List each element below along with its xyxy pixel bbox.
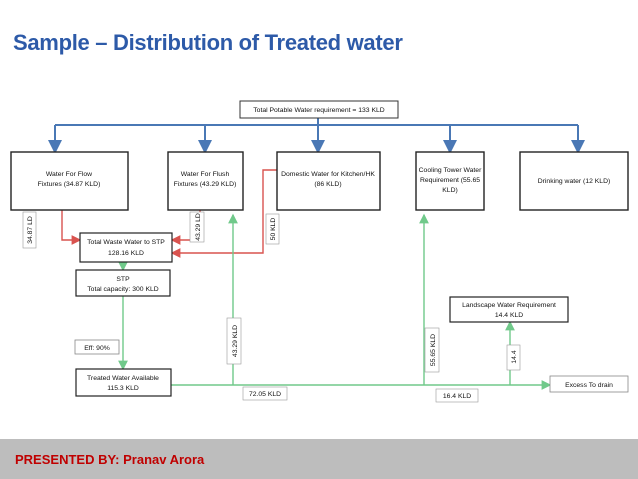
svg-text:Cooling Tower Water: Cooling Tower Water — [419, 167, 482, 174]
svg-text:14.4: 14.4 — [511, 350, 518, 363]
supply-lines — [48, 118, 585, 154]
svg-text:14.4 KLD: 14.4 KLD — [495, 312, 523, 319]
domestic-water-box: Domestic Water for Kitchen/HK (86 KLD) — [276, 151, 381, 211]
svg-text:Landscape Water Requirement: Landscape Water Requirement — [462, 302, 556, 309]
total-requirement-box: Total Potable Water requirement = 133 KL… — [239, 100, 399, 119]
svg-text:Fixtures (34.87 KLD): Fixtures (34.87 KLD) — [38, 181, 101, 188]
label-flush-out: 43.29 LD — [189, 211, 205, 243]
waste-water-box: Total Waste Water to STP 128.16 KLD — [79, 232, 173, 263]
label-domestic-out: 50 KLD — [265, 213, 280, 245]
label-to-flush: 43.29 KLD — [226, 317, 242, 365]
svg-text:Water For Flow: Water For Flow — [46, 171, 92, 178]
svg-text:Water For Flush: Water For Flush — [181, 171, 230, 178]
svg-text:Domestic Water for Kitchen/HK: Domestic Water for Kitchen/HK — [281, 171, 375, 178]
label-after-flush: 72.05 KLD — [242, 386, 288, 401]
cooling-tower-box: Cooling Tower Water Requirement (55.65 K… — [415, 151, 485, 211]
label-to-cooling: 55.65 KLD — [424, 327, 440, 373]
flow-fixtures-box: Water For Flow Fixtures (34.87 KLD) — [10, 151, 129, 211]
label-flow-out: 34.87 LD — [22, 211, 37, 249]
stp-box: STP Total capacity: 300 KLD — [75, 269, 171, 297]
svg-text:16.4 KLD: 16.4 KLD — [443, 393, 471, 400]
svg-text:Eff: 90%: Eff: 90% — [84, 345, 110, 352]
svg-text:55.65 KLD: 55.65 KLD — [430, 334, 437, 366]
svg-text:128.16 KLD: 128.16 KLD — [108, 250, 144, 257]
svg-text:Treated Water Available: Treated Water Available — [87, 375, 159, 382]
svg-text:Excess To drain: Excess To drain — [565, 382, 613, 389]
svg-text:(86 KLD): (86 KLD) — [314, 181, 341, 188]
svg-text:115.3 KLD: 115.3 KLD — [107, 385, 139, 392]
svg-text:Drinking water (12 KLD): Drinking water (12 KLD) — [538, 178, 611, 185]
landscape-box: Landscape Water Requirement 14.4 KLD — [449, 296, 569, 323]
label-to-landscape: 14.4 — [506, 344, 521, 371]
svg-text:34.87 LD: 34.87 LD — [27, 216, 34, 244]
flush-fixtures-box: Water For Flush Fixtures (43.29 KLD) — [167, 151, 244, 211]
svg-text:43.29 KLD: 43.29 KLD — [232, 325, 239, 357]
svg-text:Total Potable Water requiremen: Total Potable Water requirement = 133 KL… — [253, 107, 385, 114]
svg-text:72.05 KLD: 72.05 KLD — [249, 391, 281, 398]
excess-drain-box: Excess To drain — [549, 375, 629, 393]
svg-text:Requirement (55.65: Requirement (55.65 — [420, 177, 480, 184]
drinking-water-box: Drinking water (12 KLD) — [519, 151, 629, 211]
svg-text:50 KLD: 50 KLD — [270, 218, 277, 241]
svg-text:KLD): KLD) — [442, 187, 458, 194]
svg-text:43.29 LD: 43.29 LD — [195, 213, 202, 241]
treated-water-box: Treated Water Available 115.3 KLD — [75, 368, 172, 397]
page-title: Sample – Distribution of Treated water — [13, 30, 403, 55]
svg-text:Total capacity: 300 KLD: Total capacity: 300 KLD — [87, 286, 158, 293]
presenter-credit: PRESENTED BY: Pranav Arora — [15, 452, 205, 467]
efficiency-box: Eff: 90% — [74, 339, 120, 355]
label-after-cooling: 16.4 KLD — [435, 388, 479, 403]
water-distribution-diagram: Total Potable Water requirement = 133 KL… — [10, 100, 629, 403]
footer-bar: PRESENTED BY: Pranav Arora — [0, 439, 638, 479]
svg-text:Fixtures (43.29 KLD): Fixtures (43.29 KLD) — [174, 181, 237, 188]
svg-text:Total Waste Water to STP: Total Waste Water to STP — [87, 239, 165, 246]
svg-text:STP: STP — [116, 276, 130, 283]
